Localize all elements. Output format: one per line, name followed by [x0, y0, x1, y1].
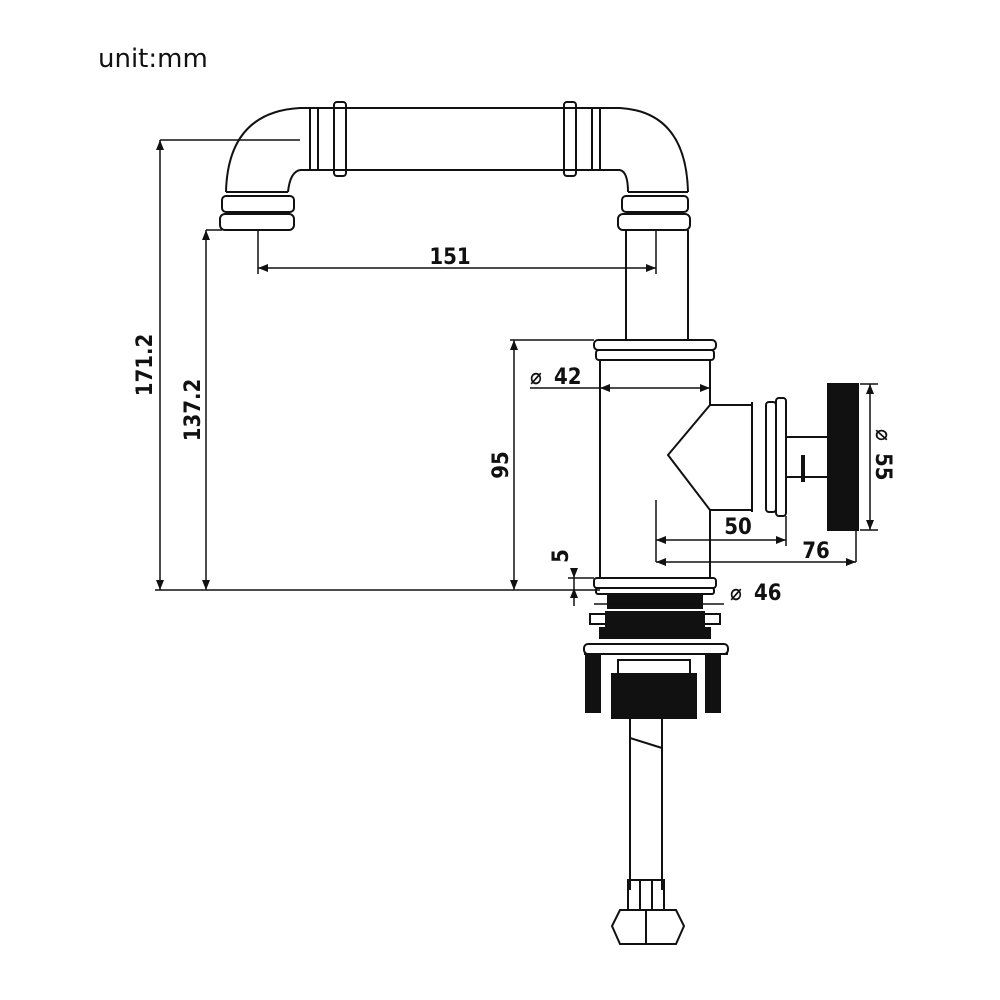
spout — [219, 101, 691, 340]
handle-knob — [801, 383, 859, 531]
dim-body-height: 95 — [489, 451, 514, 479]
dim-base-ring-height: 5 — [549, 549, 574, 563]
dim-body-diameter-group: ⌀ 42 — [530, 365, 582, 390]
dimension-arrows — [156, 140, 874, 598]
dim-base-diameter-group: ⌀ 46 — [730, 581, 782, 606]
dim-body-diameter: 42 — [554, 365, 582, 390]
unit-label: unit:mm — [98, 44, 208, 74]
diameter-symbol-46: ⌀ — [730, 581, 742, 606]
diameter-symbol-55: ⌀ — [870, 429, 895, 441]
diameter-symbol-42: ⌀ — [530, 365, 542, 390]
dim-handle-diameter: 55 — [870, 453, 895, 481]
dim-spout-height: 137.2 — [181, 379, 206, 442]
dim-handle-offset-outer: 76 — [802, 539, 830, 564]
dim-spout-reach: 151 — [429, 245, 470, 270]
dim-handle-offset-inner: 50 — [724, 515, 752, 540]
faucet-body — [593, 339, 831, 578]
dim-handle-diameter-group: ⌀ 55 — [870, 429, 895, 481]
dim-base-diameter: 46 — [754, 581, 782, 606]
dimension-lines — [155, 139, 878, 606]
base-mounting — [583, 577, 729, 945]
dim-overall-height: 171.2 — [133, 334, 158, 397]
